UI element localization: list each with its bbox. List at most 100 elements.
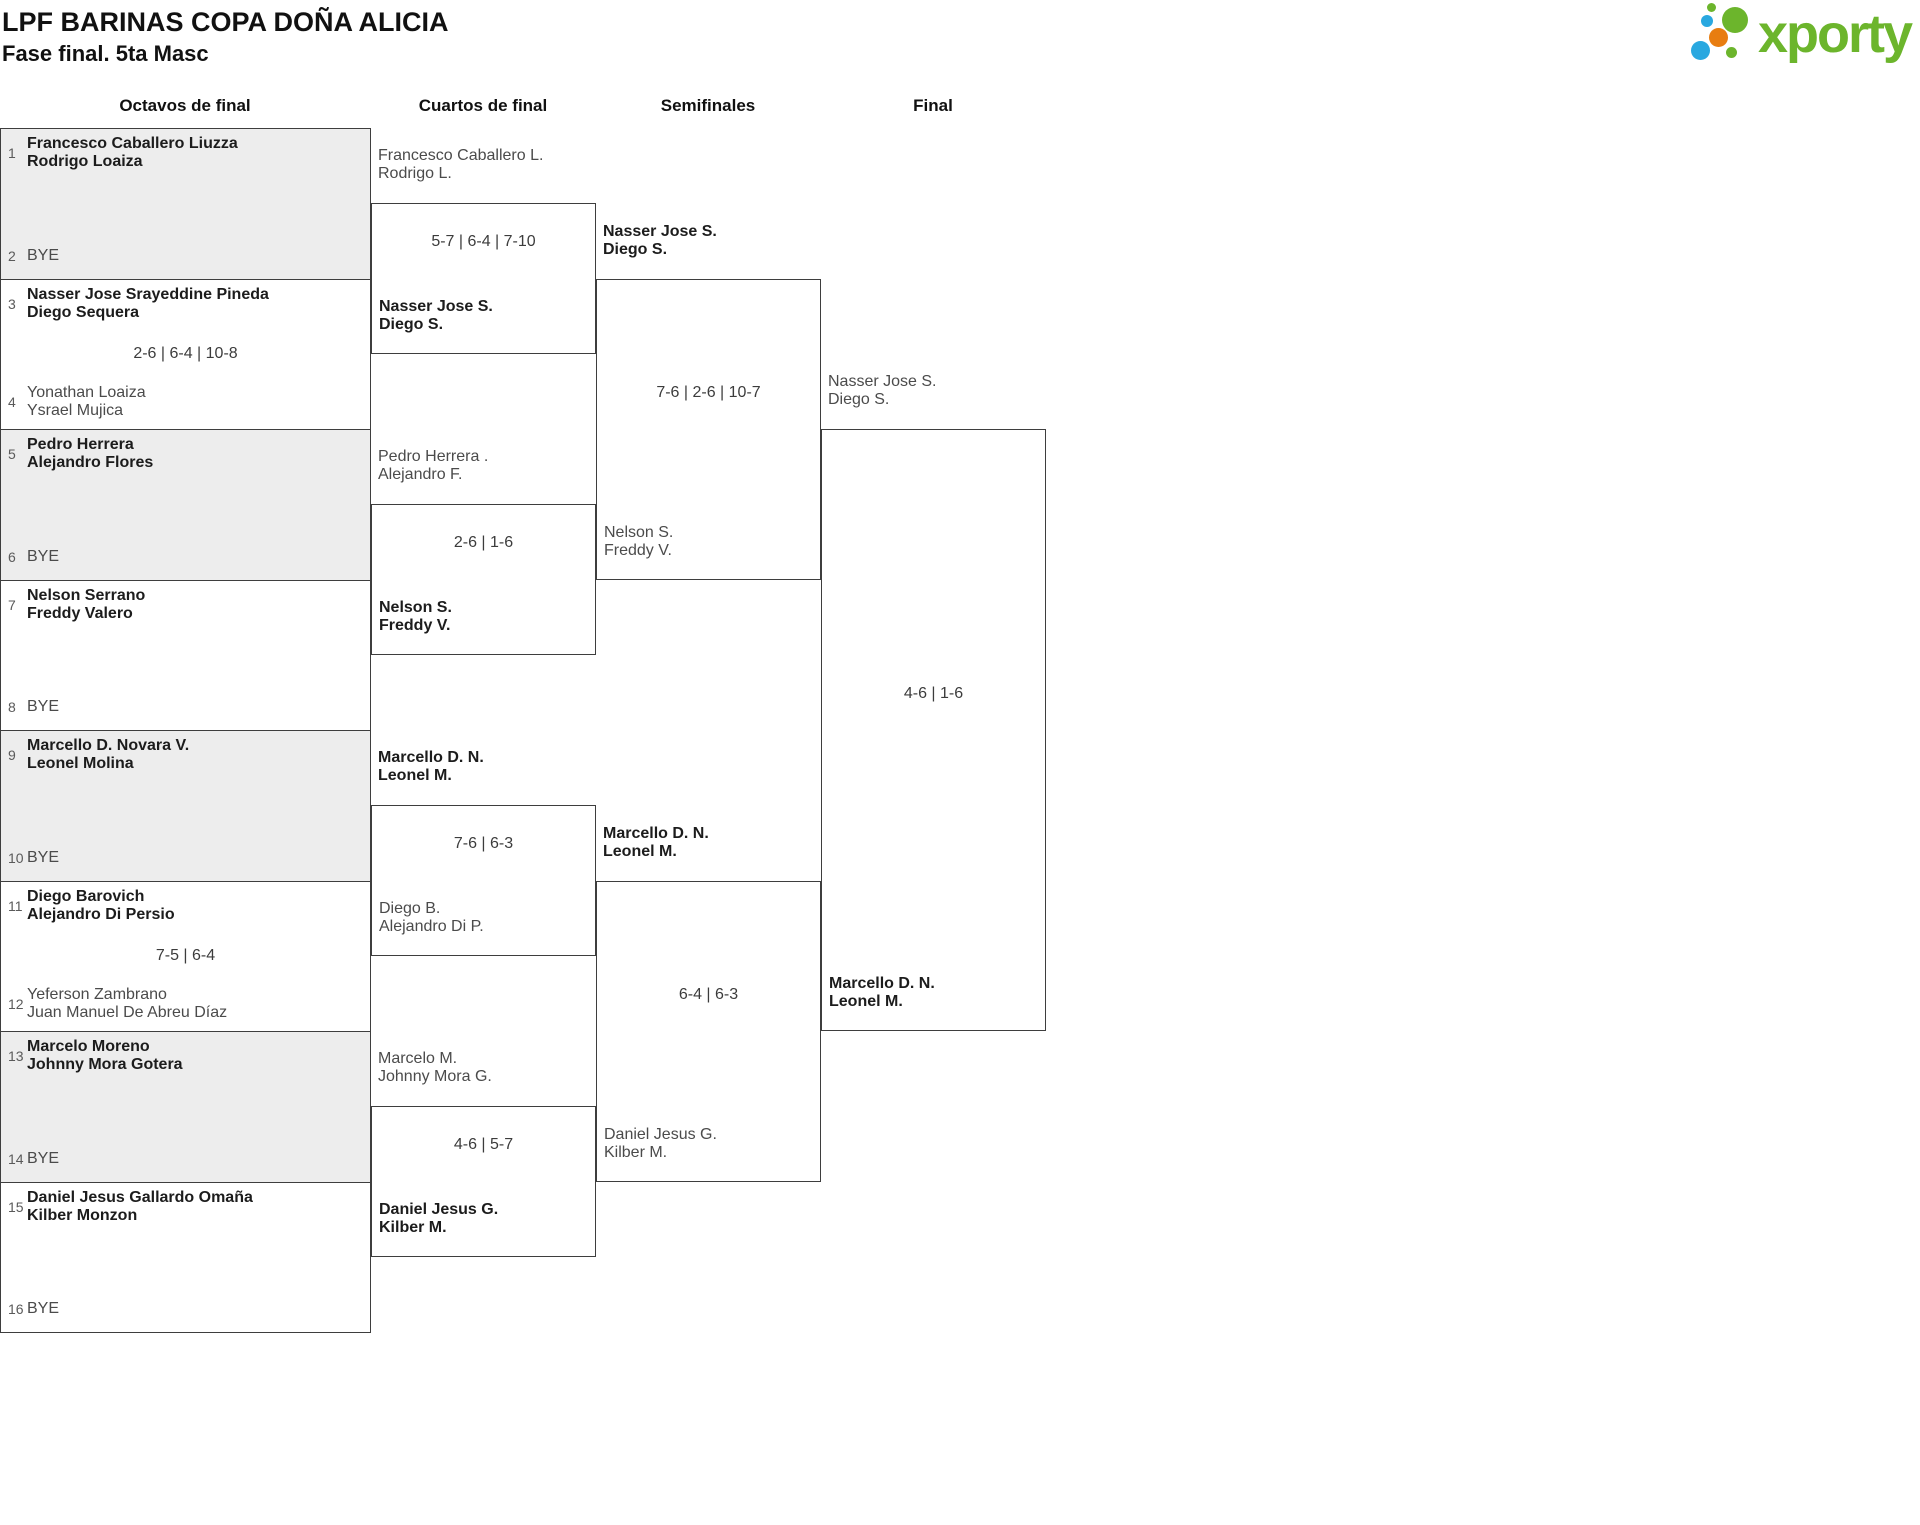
team-name-line: Yeferson Zambrano [27, 986, 167, 1003]
team-names: Nelson S.Freddy V. [379, 599, 452, 635]
team-name-line: Nelson S. [604, 523, 674, 541]
team-entry: 8 BYE [1, 698, 59, 716]
match-score: 4-6 | 5-7 [453, 1136, 514, 1153]
team-name-line: Leonel M. [378, 767, 452, 785]
team-names: BYE [27, 1300, 59, 1318]
match-score: 7-6 | 2-6 | 10-7 [656, 383, 761, 401]
team-name-line: Rodrigo L. [378, 165, 452, 183]
team-name-line: BYE [27, 698, 60, 715]
match-score: 5-7 | 6-4 | 7-10 [431, 233, 536, 250]
seed-number: 14 [8, 1150, 24, 1167]
team-names: Marcelo M.Johnny Mora G. [378, 1050, 492, 1086]
round-header-cuartos: Cuartos de final [418, 96, 548, 115]
team-name-line: Kilber M. [604, 1143, 668, 1161]
seed-number: 2 [8, 247, 16, 264]
seed-number: 15 [8, 1198, 24, 1215]
seed-number: 7 [8, 596, 16, 613]
team-names: Marcello D. N.Leonel M. [829, 975, 935, 1011]
team-name-line: Marcello D. N. [378, 749, 484, 767]
team-name-line: Ysrael Mujica [27, 402, 124, 419]
seed-number: 9 [8, 747, 16, 763]
logo-dot-blue-large [1691, 41, 1710, 60]
seed-number: 3 [8, 295, 16, 312]
team-name-line: Alejandro F. [378, 466, 463, 484]
team-entry: 9 Marcello D. Novara V.Leonel Molina [1, 737, 189, 773]
team-name-line: Alejandro Di Persio [27, 905, 175, 923]
team-name-line: Marcello D. N. [829, 975, 935, 992]
team-name-line: Johnny Mora Gotera [27, 1056, 183, 1073]
team-name-line: Nasser Jose Srayeddine Pineda [27, 285, 269, 303]
seed-number: 13 [8, 1048, 24, 1064]
team-name-line: Nelson Serrano [27, 586, 146, 604]
team-name-line: Rodrigo Loaiza [27, 153, 143, 170]
team-name-line: Diego Sequera [27, 303, 140, 321]
team-names: Nelson S.Freddy V. [604, 524, 673, 560]
team-name-line: Leonel Molina [27, 755, 134, 772]
team-name-line: Daniel Jesus G. [604, 1125, 717, 1143]
match-score: 2-6 | 6-4 | 10-8 [133, 345, 238, 363]
team-name-line: Nasser Jose S. [828, 373, 937, 390]
seed-number: 8 [8, 699, 16, 715]
team-name-line: Freddy V. [379, 616, 451, 634]
phase-subtitle: Fase final. 5ta Masc [2, 41, 209, 66]
match-score: 2-6 | 1-6 [453, 534, 514, 551]
team-name-line: Pedro Herrera [27, 436, 134, 453]
round-header-final: Final [913, 96, 953, 115]
team-name-line: BYE [27, 1300, 60, 1317]
seed-number: 1 [8, 145, 16, 161]
team-name-line: BYE [27, 848, 60, 866]
team-name-line: Marcelo M. [378, 1050, 458, 1068]
team-names: Pedro Herrera .Alejandro F. [378, 448, 488, 484]
team-name-line: Nasser Jose S. [379, 297, 493, 315]
seed-number: 12 [8, 996, 24, 1012]
team-name-line: Francesco Caballero L. [378, 147, 544, 165]
team-names: BYE [27, 548, 59, 566]
team-name-line: Francesco Caballero Liuzza [27, 135, 238, 152]
team-name-line: Diego B. [379, 899, 441, 917]
page-header: LPF BARINAS COPA DOÑA ALICIA Fase final.… [2, 6, 449, 68]
team-name-line: Freddy V. [604, 541, 672, 559]
seed-number: 4 [8, 394, 16, 410]
team-name-line: Yonathan Loaiza [27, 384, 146, 401]
team-name-line: Daniel Jesus G. [379, 1200, 499, 1218]
xporty-logo: xporty [1690, 0, 1913, 70]
seed-number: 11 [8, 897, 23, 914]
team-name-line: Diego S. [379, 315, 444, 333]
team-name-line: Johnny Mora G. [378, 1068, 492, 1086]
seed-number: 5 [8, 446, 16, 462]
logo-dot-green-small-bottom [1726, 47, 1737, 58]
team-names: Marcello D. Novara V.Leonel Molina [27, 737, 189, 773]
team-name-line: Diego S. [603, 240, 668, 258]
team-name-line: BYE [27, 1149, 60, 1167]
team-name-line: Kilber M. [379, 1218, 447, 1236]
